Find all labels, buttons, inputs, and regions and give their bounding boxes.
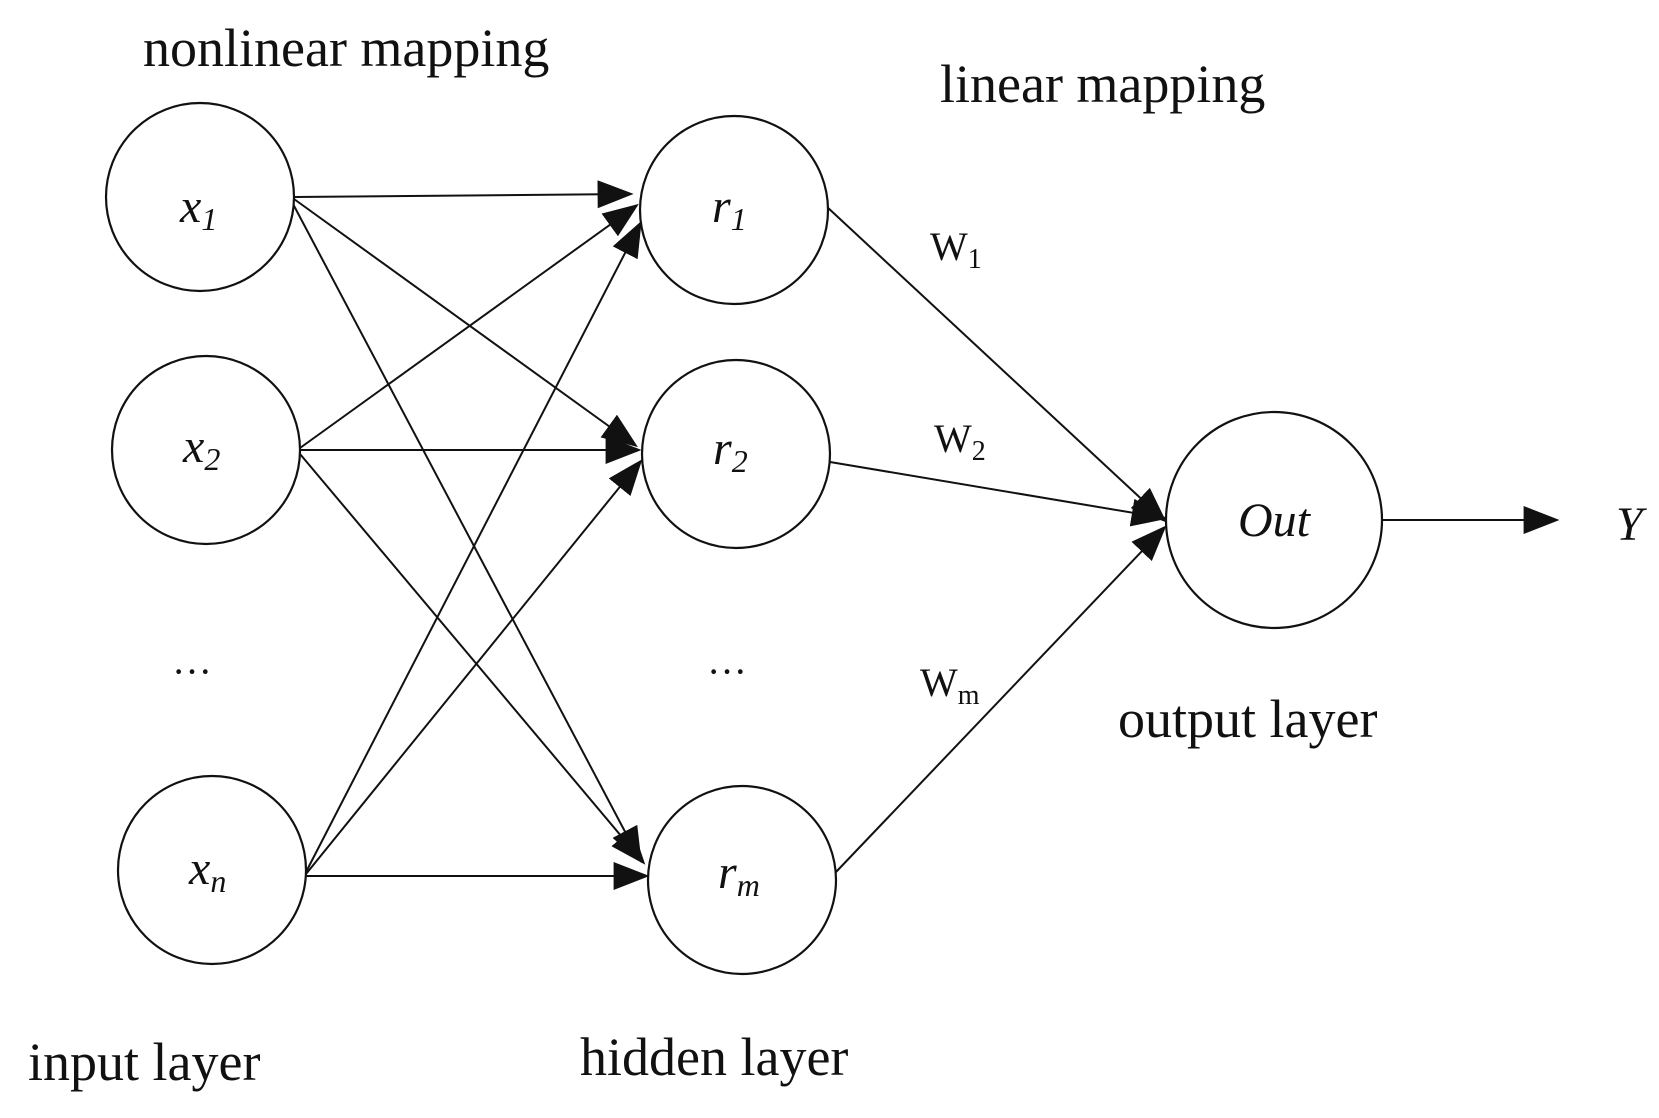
weight-w1-sub: 1: [968, 244, 982, 275]
hidden-node-r2-sub: 2: [732, 443, 748, 479]
svg-text:rm: rm: [718, 846, 760, 903]
weight-w2-base: W: [934, 416, 972, 461]
input-node-x2: x2: [110, 354, 302, 546]
svg-text:x2: x2: [182, 420, 220, 477]
input-layer-label: input layer: [28, 1032, 260, 1092]
hidden-node-rm-var: r: [718, 846, 737, 899]
weight-w1-base: W: [930, 224, 968, 269]
hidden-node-rm-sub: m: [737, 867, 760, 903]
linear-mapping-label: linear mapping: [940, 54, 1265, 114]
output-layer-label: output layer: [1118, 689, 1377, 749]
edge-x2-rm: [299, 453, 646, 865]
edge-rm-out: [835, 525, 1167, 873]
hidden-node-r2: r2: [640, 358, 832, 550]
output-node-label: Out: [1238, 494, 1312, 547]
input-ellipsis: ···: [172, 649, 212, 694]
hidden-node-r2-var: r: [713, 422, 732, 475]
edge-xn-r2: [305, 459, 643, 875]
svg-text:r2: r2: [713, 422, 748, 479]
hidden-ellipsis: ···: [707, 649, 747, 694]
hidden-node-r1-sub: 1: [731, 201, 747, 237]
hidden-layer-label: hidden layer: [580, 1027, 848, 1087]
hidden-to-output-edges: [825, 205, 1168, 873]
svg-text:x1: x1: [179, 180, 217, 237]
input-node-x1: x1: [104, 101, 296, 293]
hidden-node-rm: rm: [646, 784, 838, 976]
edge-xn-r1: [305, 220, 642, 873]
weight-wm-sub: m: [958, 680, 980, 711]
input-node-x2-sub: 2: [204, 441, 220, 477]
output-node: Out: [1164, 410, 1384, 630]
input-node-x1-sub: 1: [201, 201, 217, 237]
weight-w1: W1: [930, 224, 982, 275]
svg-text:r1: r1: [712, 180, 747, 237]
hidden-node-r1: r1: [638, 114, 830, 306]
nonlinear-mapping-label: nonlinear mapping: [143, 18, 549, 78]
input-node-xn-var: x: [188, 842, 210, 895]
svg-text:xn: xn: [188, 842, 226, 899]
edge-x1-r1: [293, 180, 634, 209]
input-node-x2-var: x: [182, 420, 204, 473]
weight-wm: Wm: [920, 660, 980, 711]
weight-w2-sub: 2: [972, 436, 986, 467]
edge-x1-r2: [293, 198, 638, 448]
output-symbol-y: Y: [1616, 498, 1647, 551]
weight-wm-base: W: [920, 660, 958, 705]
edge-r1-out: [825, 205, 1167, 523]
input-to-hidden-edges: [291, 180, 650, 890]
input-node-xn: xn: [116, 774, 308, 966]
edge-x1-rm: [291, 201, 642, 864]
edge-x2-r1: [299, 203, 639, 449]
weight-w2: W2: [934, 416, 986, 467]
input-node-xn-sub: n: [210, 863, 226, 899]
edge-r2-out: [829, 461, 1168, 527]
hidden-node-r1-var: r: [712, 180, 731, 233]
input-node-x1-var: x: [179, 180, 201, 233]
